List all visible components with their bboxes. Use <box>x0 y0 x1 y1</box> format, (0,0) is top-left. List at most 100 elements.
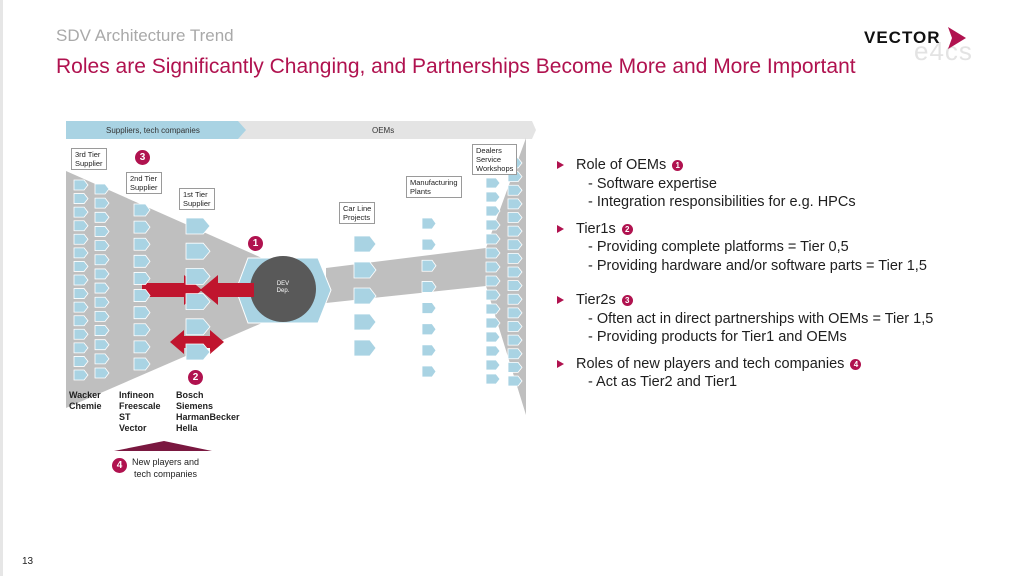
vector-logo: e4cs VECTOR <box>862 24 1002 68</box>
left-edge-rule <box>0 0 3 576</box>
dealer-box <box>485 317 501 329</box>
dealer-box <box>485 233 501 245</box>
dealer-box <box>485 261 501 273</box>
tier2-box <box>133 323 151 337</box>
tier3-box <box>73 274 89 286</box>
bullet-number-badge: 4 <box>850 358 862 370</box>
bullet-subline: - Integration responsibilities for e.g. … <box>588 194 856 210</box>
dealer-box <box>507 184 523 196</box>
tier3-box <box>73 328 89 340</box>
dev-dep-label: DEV Dep. <box>276 281 290 294</box>
dealer-box <box>485 303 501 315</box>
logo-subtext: e4cs <box>914 36 973 66</box>
tier3-box <box>94 254 110 266</box>
badge-3: 3 <box>135 150 150 165</box>
phase-oems-label: OEMs <box>372 126 395 135</box>
bullet-number-badge: 1 <box>672 160 684 171</box>
bullet-tier1s: Tier1s 2 - Providing complete platforms … <box>556 220 1016 276</box>
dealer-box <box>485 275 501 287</box>
dealer-box <box>507 321 523 332</box>
bullet-subline: - Act as Tier2 and Tier1 <box>588 374 738 390</box>
dealer-box <box>485 191 501 203</box>
tier3-box <box>73 369 89 381</box>
car-line-box <box>353 261 377 279</box>
tier3-box <box>94 296 110 308</box>
tier3-box <box>73 247 89 259</box>
car-line-box <box>353 339 377 357</box>
bullet-number-badge: 2 <box>621 223 633 235</box>
tier2-box <box>133 254 151 268</box>
manufacturing-plants-label: Manufacturing Plants <box>406 176 462 198</box>
tier2-box <box>133 237 151 251</box>
manufacturing-box <box>421 323 437 336</box>
dealer-box <box>507 266 523 278</box>
dealer-box <box>485 205 501 217</box>
car-line-box <box>353 235 377 253</box>
car-line-box <box>353 287 377 305</box>
tier1-box <box>185 343 211 361</box>
bullet-subline: - Providing hardware and/or software par… <box>588 257 927 274</box>
dealer-box <box>485 359 501 371</box>
tier3-box <box>73 315 89 327</box>
tier3-box <box>73 233 89 245</box>
logo-chevron-icon <box>948 27 966 49</box>
manufacturing-box <box>421 302 437 314</box>
slide-title: Roles are Significantly Changing, and Pa… <box>56 55 856 78</box>
roles-bullet-list: Role of OEMs 1 - Software expertise - In… <box>556 156 1016 400</box>
bullet-new-players: Roles of new players and tech companies … <box>556 355 1016 392</box>
dealer-box <box>507 225 523 237</box>
tier3-box <box>94 339 110 351</box>
tier2-box <box>133 220 151 234</box>
red-arrow-left <box>200 275 254 305</box>
dealers-service-label: Dealers Service Workshops <box>472 144 518 175</box>
tier2-box <box>133 357 151 371</box>
tier3-box <box>73 356 89 367</box>
bullet-tier2s: Tier2s 3 - Often act in direct partnersh… <box>556 291 1016 347</box>
bullet-title: Roles of new players and tech companies <box>576 355 845 372</box>
bullet-subline: - Providing products for Tier1 and OEMs <box>588 329 847 345</box>
tier3-company-names: Wacker Chemie <box>69 390 102 411</box>
manufacturing-box <box>421 217 437 230</box>
bullet-role-of-oems: Role of OEMs 1 - Software expertise - In… <box>556 156 1016 212</box>
tier3-box <box>94 197 110 209</box>
tier3-box <box>73 220 89 232</box>
dealer-box <box>507 252 523 264</box>
tier1-box <box>185 318 211 336</box>
tier3-box <box>94 211 110 223</box>
badge-1: 1 <box>248 236 263 251</box>
tier1-supplier-label: 1st Tier Supplier <box>179 188 215 210</box>
manufacturing-box <box>421 259 437 272</box>
tier3-box <box>94 367 110 379</box>
dealer-box <box>507 375 523 387</box>
red-double-arrow <box>170 330 224 354</box>
dev-department-circle <box>250 256 316 322</box>
bullet-number-badge: 3 <box>621 295 633 306</box>
tier1-box <box>185 293 211 311</box>
dealer-box <box>485 345 501 357</box>
dealer-box <box>507 212 523 223</box>
bullet-title: Role of OEMs <box>576 157 667 173</box>
tier1-box <box>185 267 211 285</box>
tier2-box <box>133 289 151 302</box>
dealer-box <box>485 247 501 259</box>
tier2-supplier-label: 2nd Tier Supplier <box>126 172 162 194</box>
manufacturing-box <box>421 365 437 378</box>
bullet-subline: - Often act in direct partnerships with … <box>588 310 934 327</box>
phase-band-suppliers <box>66 121 246 139</box>
section-kicker: SDV Architecture Trend <box>56 26 234 45</box>
oem-funnel <box>326 138 526 415</box>
bullet-subline: - Providing complete platforms = Tier 0,… <box>588 239 849 255</box>
tier1-company-names: Bosch Siemens HarmanBecker Hella <box>176 390 240 433</box>
tier3-box <box>73 261 89 272</box>
tier3-box <box>94 240 110 252</box>
supply-chain-diagram: Suppliers, tech companies OEMs 3rd Tier … <box>66 118 536 488</box>
new-players-label: New players and tech companies <box>132 457 200 479</box>
tier3-box <box>73 342 89 354</box>
tier3-box <box>94 268 110 280</box>
tier3-box <box>73 288 89 299</box>
tier3-box <box>94 310 110 322</box>
tier3-box <box>94 353 110 365</box>
manufacturing-box <box>421 344 437 357</box>
car-line-box <box>353 313 377 331</box>
tier3-box <box>94 282 110 294</box>
